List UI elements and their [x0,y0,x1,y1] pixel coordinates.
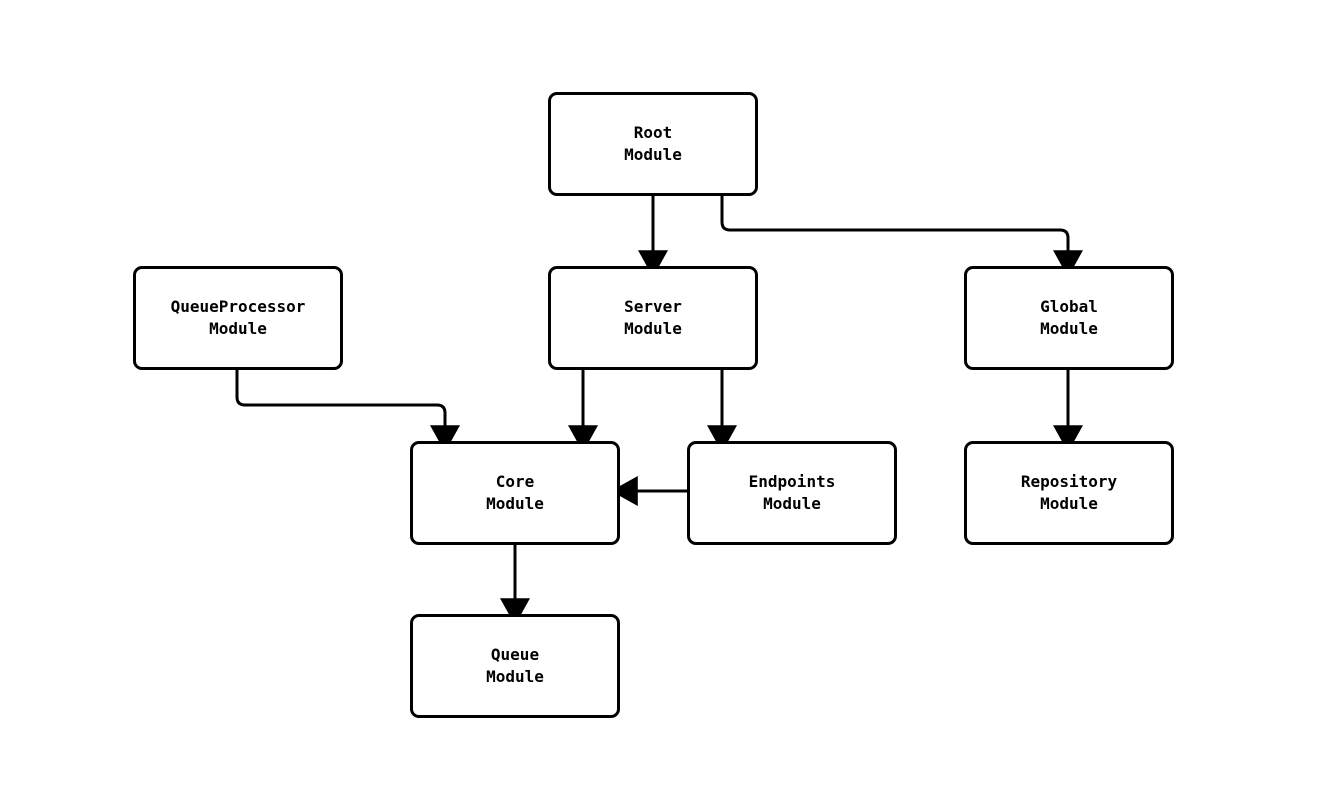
node-core-module-label: Core Module [486,472,544,513]
node-server-module-label: Server Module [624,297,682,338]
node-repository-module-label: Repository Module [1020,472,1118,513]
node-repository-module[interactable]: Repository Module [964,441,1174,545]
node-root-module-label: Root Module [624,123,682,164]
node-endpoints-module[interactable]: Endpoints Module [687,441,897,545]
node-queue-module[interactable]: Queue Module [410,614,620,718]
node-queueprocessor-module[interactable]: QueueProcessor Module [133,266,343,370]
node-queue-module-label: Queue Module [486,645,544,686]
edge-root-to-global [720,196,1083,278]
node-root-module[interactable]: Root Module [548,92,758,196]
node-endpoints-module-label: Endpoints Module [748,472,836,513]
node-server-module[interactable]: Server Module [548,266,758,370]
node-global-module-label: Global Module [1040,297,1098,338]
node-queueprocessor-module-label: QueueProcessor Module [170,297,306,338]
node-core-module[interactable]: Core Module [410,441,620,545]
node-global-module[interactable]: Global Module [964,266,1174,370]
edge-queueprocessor-to-core [235,370,460,453]
